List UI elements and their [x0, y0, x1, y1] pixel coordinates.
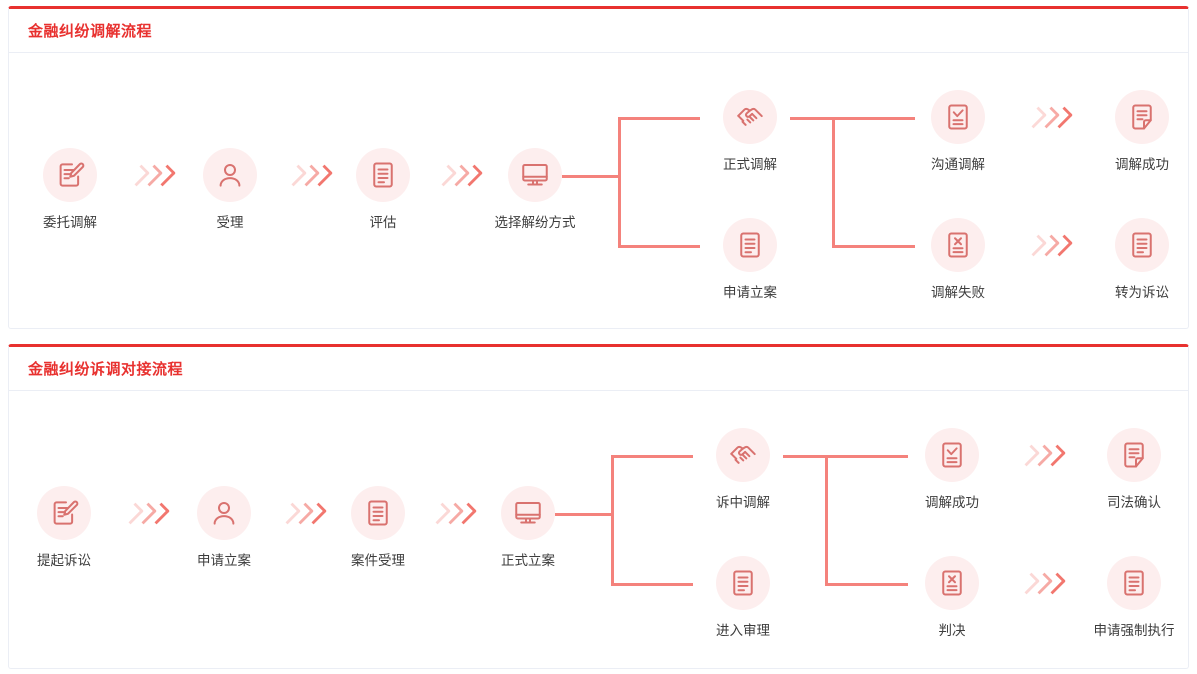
connector-split-bottom [618, 245, 700, 248]
connector-merge-vertical [825, 455, 828, 586]
flow-node-9[interactable]: 调解成功 [1087, 90, 1188, 174]
handshake-icon [716, 428, 770, 482]
flow-node-10[interactable]: 转为诉讼 [1087, 218, 1188, 302]
flow-node-label: 判决 [938, 623, 966, 638]
flow-node-3[interactable]: 案件受理 [323, 486, 433, 570]
flow-node-8[interactable]: 判决 [897, 556, 1007, 640]
flow-node-label: 正式调解 [723, 157, 777, 172]
flow-node-2[interactable]: 受理 [175, 148, 285, 232]
connector-merge-bottom [825, 583, 908, 586]
document-x-icon [931, 218, 985, 272]
flow-node-label: 提起诉讼 [37, 553, 91, 568]
flow-node-8[interactable]: 调解失败 [903, 218, 1013, 302]
flow-node-label: 委托调解 [43, 215, 97, 230]
connector-split-bottom [611, 583, 693, 586]
flow-node-label: 司法确认 [1107, 495, 1161, 510]
chevrons-right-icon-5 [1015, 572, 1069, 594]
connector-merge-vertical [832, 117, 835, 248]
monitor-icon [508, 148, 562, 202]
connector-split-top [611, 455, 693, 458]
card-body: 提起诉讼 申请立案 [9, 391, 1188, 667]
flow-node-6[interactable]: 申请立案 [695, 218, 805, 302]
flow-node-2[interactable]: 申请立案 [169, 486, 279, 570]
flow-node-label: 受理 [216, 215, 244, 230]
connector-split-vertical [611, 455, 614, 586]
document-lines-icon [351, 486, 405, 540]
connector-merge-bottom [832, 245, 915, 248]
flow-node-9[interactable]: 司法确认 [1079, 428, 1188, 512]
connector-split-top [618, 117, 700, 120]
chevrons-right-icon-4 [1015, 444, 1069, 466]
flow-node-label: 选择解纷方式 [494, 215, 576, 230]
connector-trunk [555, 513, 614, 516]
chevrons-right-icon-1 [119, 502, 173, 524]
flow-node-label: 调解成功 [1115, 157, 1169, 172]
flow-node-5[interactable]: 正式调解 [695, 90, 805, 174]
flow-node-7[interactable]: 沟通调解 [903, 90, 1013, 174]
flow-node-7[interactable]: 调解成功 [897, 428, 1007, 512]
page-title: 金融纠纷调解流程 [28, 23, 153, 40]
flow-node-label: 转为诉讼 [1115, 285, 1169, 300]
chevrons-right-icon-3 [432, 164, 486, 186]
flow-diagram: 提起诉讼 申请立案 [9, 391, 1188, 667]
flow-node-label: 沟通调解 [931, 157, 985, 172]
document-check-icon [931, 90, 985, 144]
connector-trunk [562, 175, 621, 178]
flow-node-4[interactable]: 选择解纷方式 [480, 148, 590, 232]
flow-node-label: 正式立案 [501, 553, 555, 568]
connector-merge-in [790, 117, 915, 120]
flow-diagram: 委托调解 受理 [9, 53, 1188, 327]
card-body: 委托调解 受理 [9, 53, 1188, 327]
flow-node-label: 进入审理 [716, 623, 770, 638]
handshake-icon [723, 90, 777, 144]
card-header: 金融纠纷诉调对接流程 [9, 347, 1188, 391]
flow-node-6[interactable]: 进入审理 [688, 556, 798, 640]
flow-node-3[interactable]: 评估 [328, 148, 438, 232]
flow-node-label: 调解成功 [925, 495, 979, 510]
document-fold-icon [1107, 428, 1161, 482]
flow-node-10[interactable]: 申请强制执行 [1079, 556, 1188, 640]
document-lines-icon [716, 556, 770, 610]
flow-node-4[interactable]: 正式立案 [473, 486, 583, 570]
document-check-icon [925, 428, 979, 482]
monitor-icon [501, 486, 555, 540]
chevrons-right-icon-4 [1022, 106, 1076, 128]
card-header: 金融纠纷调解流程 [9, 9, 1188, 53]
flow-node-5[interactable]: 诉中调解 [688, 428, 798, 512]
document-lines-icon [723, 218, 777, 272]
flow-node-1[interactable]: 提起诉讼 [9, 486, 119, 570]
flow-node-label: 申请强制执行 [1093, 623, 1175, 638]
flow-node-1[interactable]: 委托调解 [15, 148, 125, 232]
person-icon [197, 486, 251, 540]
connector-split-vertical [618, 117, 621, 248]
flow-node-label: 调解失败 [931, 285, 985, 300]
document-lines-icon [356, 148, 410, 202]
connector-merge-in [783, 455, 908, 458]
flow-node-label: 申请立案 [723, 285, 777, 300]
document-lines-icon [1115, 218, 1169, 272]
flow-node-label: 诉中调解 [716, 495, 770, 510]
flow-node-label: 申请立案 [197, 553, 251, 568]
chevrons-right-icon-5 [1022, 234, 1076, 256]
document-x-icon [925, 556, 979, 610]
person-icon [203, 148, 257, 202]
flow-node-label: 案件受理 [351, 553, 405, 568]
document-fold-icon [1115, 90, 1169, 144]
chevrons-right-icon-2 [276, 502, 330, 524]
chevrons-right-icon-3 [426, 502, 480, 524]
edit-document-icon [37, 486, 91, 540]
page-title: 金融纠纷诉调对接流程 [28, 361, 184, 378]
litigation-mediation-flow-card: 金融纠纷诉调对接流程 [8, 344, 1189, 669]
mediation-flow-card: 金融纠纷调解流程 [8, 6, 1189, 329]
edit-document-icon [43, 148, 97, 202]
document-lines-icon [1107, 556, 1161, 610]
chevrons-right-icon-1 [125, 164, 179, 186]
flow-node-label: 评估 [369, 215, 397, 230]
